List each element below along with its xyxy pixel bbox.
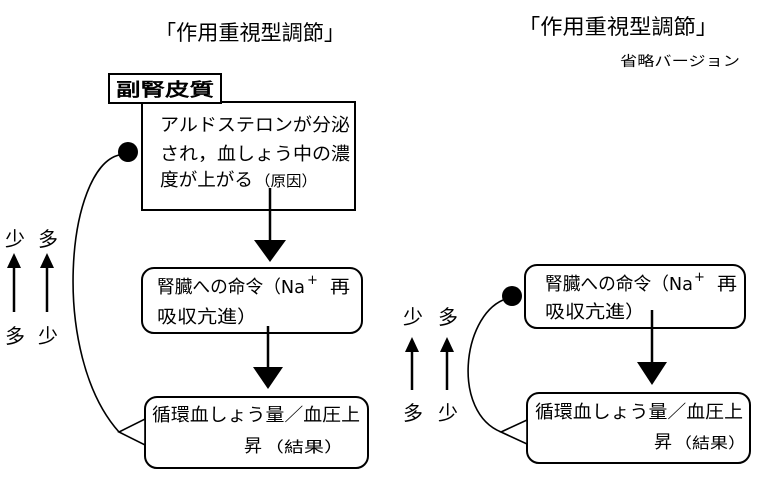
cause-line-1: アルドステロンが分泌 <box>160 115 350 136</box>
short-legend-col2-bottom: 少 <box>438 401 458 425</box>
short-legend: 少 多 多 少 <box>403 305 458 425</box>
short-command-superscript: + <box>694 270 705 285</box>
command-box <box>141 267 363 334</box>
short-legend-col1-bottom: 多 <box>403 401 423 425</box>
arrowhead-cause-to-command <box>254 240 286 262</box>
short-feedback-curve <box>467 299 504 433</box>
short-legend-col1-top: 少 <box>403 305 423 329</box>
legend-col2-arrowhead <box>40 253 54 268</box>
full-title: 「作用重視型調節」 <box>155 21 345 45</box>
legend-col1-bottom: 多 <box>5 324 25 348</box>
feedback-curve <box>72 154 120 433</box>
short-arrowhead-command-to-result <box>637 362 667 385</box>
short-command-line-1: 腎臓への命令（Na <box>545 274 693 295</box>
command-line-1-end: 再 <box>330 277 350 298</box>
short-command-line-1-end: 再 <box>717 274 737 295</box>
cause-box <box>141 101 356 211</box>
short-legend-col2-top: 多 <box>438 305 458 329</box>
organ-label: 副腎皮質 <box>116 79 214 101</box>
feedback-dot <box>118 142 138 162</box>
result-note: （結果） <box>264 438 344 456</box>
short-legend-col2-arrowhead <box>440 337 454 352</box>
full-diagram: 「作用重視型調節」 アルドステロンが分泌 され，血しょう中の濃 度が上がる （原… <box>5 21 369 469</box>
cause-note: （原因） <box>255 172 317 190</box>
short-legend-col1-arrowhead <box>405 337 419 352</box>
command-line-1: 腎臓への命令（Na <box>157 277 305 298</box>
short-subtitle: 省略バージョン <box>620 54 740 70</box>
legend-col1-top: 少 <box>5 227 25 251</box>
result-line-2: 昇 <box>244 436 262 457</box>
short-result-line-2: 昇 <box>654 432 672 453</box>
organ-label-box <box>108 73 222 104</box>
short-feedback-open-arrowhead <box>499 418 528 446</box>
feedback-open-arrowhead <box>117 417 146 447</box>
short-command-box <box>524 264 746 329</box>
short-feedback-dot <box>502 286 522 306</box>
legend-col1-arrowhead <box>7 253 21 268</box>
result-line-1: 循環血しょう量／血圧上 <box>152 405 360 426</box>
short-title: 「作用重視型調節」 <box>518 15 718 39</box>
short-diagram: 「作用重視型調節」 省略バージョン 腎臓への命令（Na + 再 吸収亢進） 循環… <box>403 15 751 464</box>
short-result-line-1: 循環血しょう量／血圧上 <box>535 402 743 423</box>
full-legend: 少 多 多 少 <box>5 227 58 348</box>
cause-line-2: され，血しょう中の濃 <box>160 144 350 165</box>
short-command-line-2: 吸収亢進） <box>545 302 645 323</box>
cause-line-3: 度が上がる <box>160 170 253 191</box>
legend-col2-top: 多 <box>38 227 58 251</box>
arrowhead-command-to-result <box>253 367 283 389</box>
command-line-2: 吸収亢進） <box>157 307 257 328</box>
command-superscript: + <box>307 273 318 288</box>
legend-col2-bottom: 少 <box>38 324 58 348</box>
short-result-note: （結果） <box>674 434 746 452</box>
